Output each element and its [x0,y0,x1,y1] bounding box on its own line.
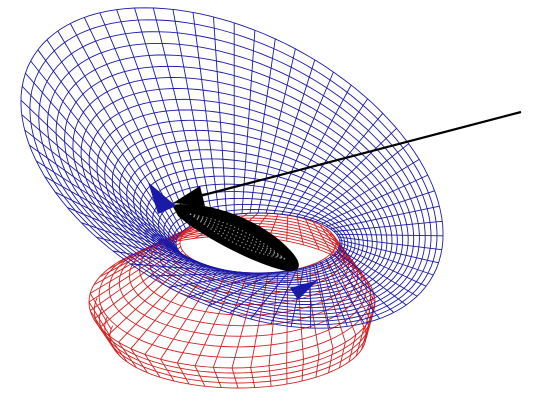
upper-ring [47,42,426,319]
lower-meridian [329,254,365,328]
intersection-region [172,204,299,272]
upper-ring [64,65,415,312]
lower-meridian [312,264,334,349]
lower-meridian [296,216,304,245]
upper-ring [55,54,420,315]
upper-ring [152,183,356,279]
upper-ring [133,158,369,286]
upper-ring [172,209,343,274]
intersection-fill [172,204,299,272]
lower-skirt-ring [93,297,374,374]
lower-meridian [93,250,183,320]
upper-ring [38,31,432,322]
upper-ring [163,197,349,276]
upper-ring [88,98,398,302]
lower-meridian [130,263,204,349]
lower-meridian [194,271,239,366]
lower-skirt-ring [104,316,369,384]
right-vertex-marker [290,280,318,300]
upper-ring [29,19,438,326]
lower-meridian [312,221,334,256]
left-vertex-marker [148,182,176,214]
lower-meridian [144,266,211,355]
intersection-dot-row [189,213,286,260]
upper-ring [20,7,444,329]
upper-ring [104,119,388,296]
lower-meridian [160,268,220,360]
upper-ring [139,167,364,283]
lower-meridian [250,272,269,368]
upper-ring [96,109,393,299]
lower-meridian [286,270,289,364]
lower-meridian [286,215,289,242]
lower-skirt-ring [109,325,367,389]
upper-ring [158,191,352,278]
lower-meridian [305,219,320,250]
lower-skirt-ring [99,307,371,379]
lower-meridian [231,272,259,369]
arrow-head [173,186,205,206]
arrow-shaft [195,110,522,199]
lower-meridian [107,257,191,336]
intersection-dot-row [189,213,286,260]
upper-ring [175,212,341,274]
upper-ring [72,77,409,309]
upper-ring [126,149,373,288]
lower-meridian [88,242,181,303]
upper-ring [111,129,383,294]
upper-ring [168,203,346,275]
pointer-arrow-icon [173,110,522,206]
lower-meridian [319,261,346,343]
intersection-dot-row [189,213,286,260]
upper-ring [146,175,360,281]
upper-ring [119,139,378,291]
upper-cone-surface [20,7,444,329]
vertex-markers [148,182,318,300]
